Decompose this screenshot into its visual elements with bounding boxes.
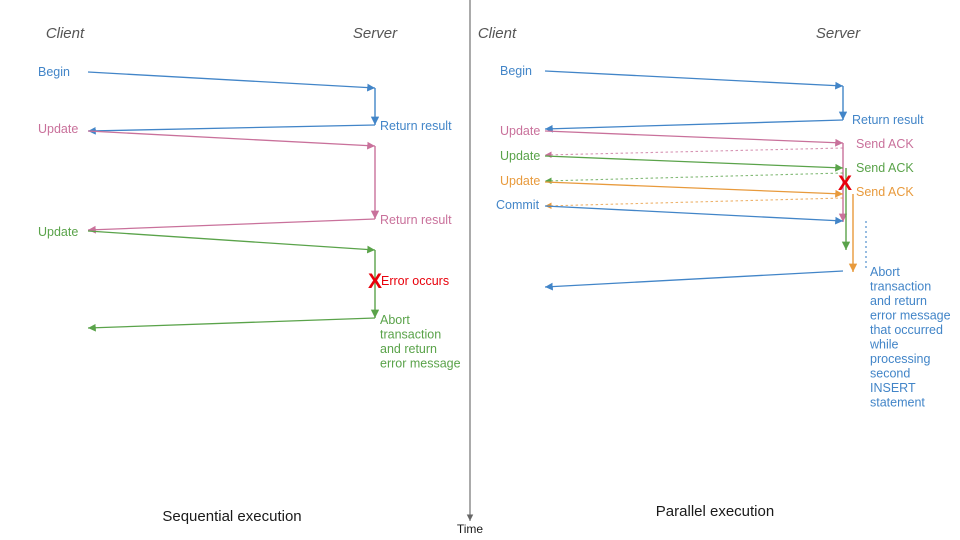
time-axis-label: Time	[457, 522, 484, 536]
message-label-commit: Commit	[496, 198, 540, 212]
message-arrow-update-1[interactable]	[544, 130, 844, 147]
message-label-update-2: Update	[500, 149, 540, 163]
message-label-send-ack-3: Send ACK	[856, 185, 914, 199]
panel-caption-parallel: Parallel execution	[656, 503, 774, 520]
note-line: that occurred	[870, 323, 943, 337]
note-line: while	[869, 338, 899, 352]
error-x-icon: X	[838, 172, 852, 195]
message-arrow-send-ack-1[interactable]	[544, 147, 844, 159]
message-label-send-ack-1: Send ACK	[856, 137, 914, 151]
message-label-begin: Begin	[500, 64, 532, 78]
message-label-update-1: Update	[500, 124, 540, 138]
message-label-begin: Begin	[38, 65, 70, 79]
actor-label-server: Server	[816, 25, 861, 42]
actor-label-server: Server	[353, 25, 398, 42]
message-arrow-update-3[interactable]	[544, 181, 844, 198]
message-label-send-ack-2: Send ACK	[856, 161, 914, 175]
message-label-return-result-2: Return result	[380, 213, 452, 227]
message-arrow-send-ack-3[interactable]	[544, 197, 844, 210]
error-label: Error occurs	[381, 274, 449, 288]
message-arrow-update-1[interactable]	[87, 130, 376, 150]
message-arrow-begin[interactable]	[544, 70, 844, 90]
message-arrow-return-result-2[interactable]	[87, 218, 376, 234]
note-line: and return	[870, 294, 927, 308]
note-line: error message	[870, 309, 951, 323]
message-arrow-update-2[interactable]	[544, 155, 844, 172]
note-line: error message	[380, 357, 461, 371]
panel-caption-sequential: Sequential execution	[162, 508, 301, 525]
note-line: processing	[870, 352, 930, 366]
message-label-return-result-1: Return result	[380, 119, 452, 133]
message-arrow-commit[interactable]	[544, 205, 844, 225]
note-line: Abort	[870, 265, 900, 279]
message-arrow-return-result[interactable]	[544, 119, 844, 133]
message-label-update-2: Update	[38, 225, 78, 239]
actor-label-client: Client	[478, 25, 517, 42]
note-line: Abort	[380, 313, 410, 327]
error-x-icon: X	[368, 270, 382, 293]
message-arrow-abort-return[interactable]	[87, 317, 376, 332]
note-line: transaction	[380, 328, 441, 342]
message-label-update-3: Update	[500, 174, 540, 188]
note-line: INSERT	[870, 381, 916, 395]
message-arrow-begin[interactable]	[87, 71, 376, 92]
message-arrow-send-ack-2[interactable]	[544, 172, 844, 185]
message-arrow-abort-return[interactable]	[544, 270, 844, 291]
time-axis: Time	[457, 0, 484, 536]
message-label-update-1: Update	[38, 122, 78, 136]
actor-label-client: Client	[46, 25, 85, 42]
note-line: statement	[870, 396, 925, 410]
note-line: second	[870, 367, 910, 381]
message-label-return-result: Return result	[852, 113, 924, 127]
message-arrow-update-2[interactable]	[87, 230, 376, 254]
message-arrow-return-result-1[interactable]	[87, 124, 376, 135]
note-line: and return	[380, 342, 437, 356]
note-line: transaction	[870, 280, 931, 294]
